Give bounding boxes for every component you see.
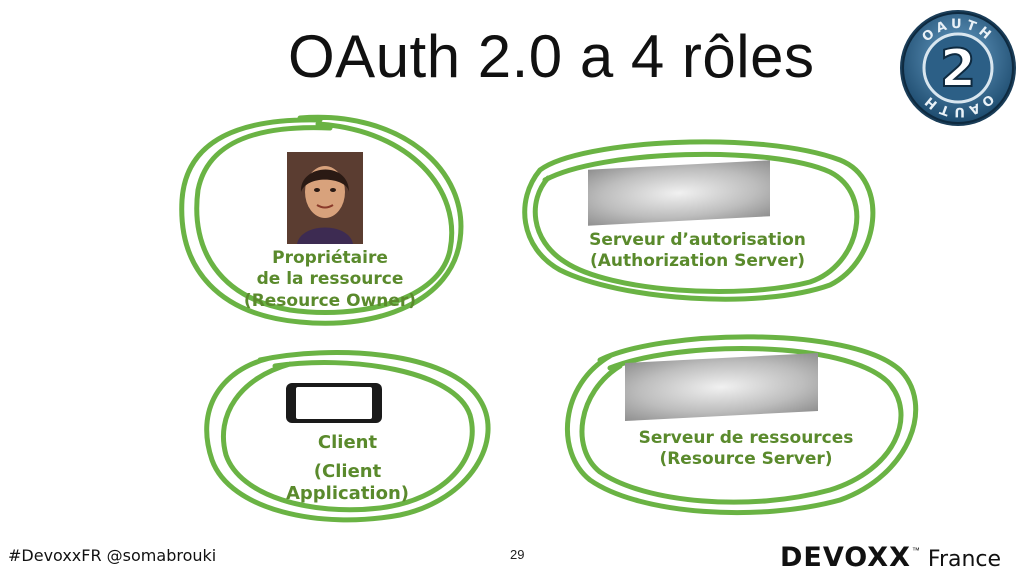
auth-server-label: Serveur d’autorisation (Authorization Se… [585, 230, 810, 273]
owner-label-line3: (Resource Owner) [243, 290, 417, 311]
client-circle [204, 350, 491, 523]
auth-server-label-line2: (Authorization Server) [589, 251, 806, 272]
devoxx-brand: DEVOXX [780, 542, 911, 573]
client-label-line1: Client [317, 432, 378, 453]
devoxx-tm: ™ [911, 546, 920, 555]
devoxx-france: France [927, 547, 1002, 572]
auth-server-label-line1: Serveur d’autorisation [589, 230, 806, 250]
oauth-logo: OAUTH OAUTH 2 [900, 10, 1016, 126]
devoxx-logo: DEVOXX ™ France [780, 542, 1002, 573]
owner-label-line2: de la ressource [256, 269, 404, 290]
owner-label-line1: Propriétaire [272, 248, 388, 268]
auth-server-circle [522, 139, 876, 302]
resource-server-label-line1: Serveur de ressources [638, 428, 854, 448]
client-label-line2: (Client Application) [285, 460, 410, 505]
client-label: Client (Client Application) [255, 432, 440, 506]
resource-server-image [625, 352, 818, 422]
resource-server-circle [564, 334, 919, 516]
badge-number: 2 [940, 39, 976, 99]
owner-circle [179, 114, 464, 326]
page-number: 29 [510, 547, 525, 562]
phone-icon [286, 383, 382, 423]
resource-server-label: Serveur de ressources (Resource Server) [630, 428, 862, 471]
owner-photo [287, 152, 363, 244]
resource-server-label-line2: (Resource Server) [659, 449, 833, 470]
slide-title: OAuth 2.0 a 4 rôles [288, 23, 815, 90]
auth-server-image [588, 160, 770, 226]
owner-label: Propriétaire de la ressource (Resource O… [240, 248, 420, 312]
footer-hashtags: #DevoxxFR @somabrouki [8, 546, 217, 565]
